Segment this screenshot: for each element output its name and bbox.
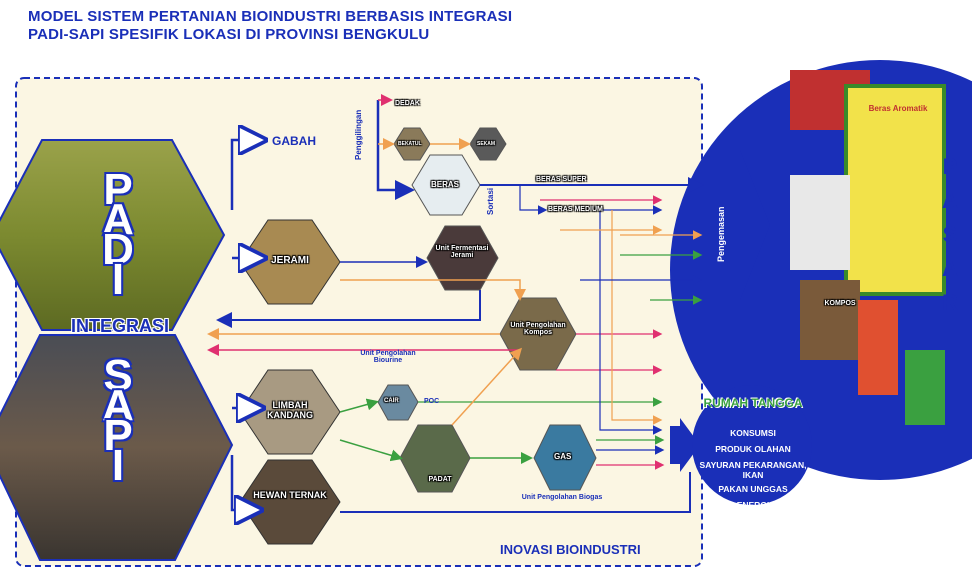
- sapi-letter: S: [103, 351, 133, 400]
- beras-bag-label: Beras Aromatik: [868, 104, 928, 113]
- rumah-tangga-circle: [692, 385, 812, 505]
- penggilingan-label: Penggilingan: [354, 109, 363, 160]
- beras-medium-label: BERAS MEDIUM: [548, 206, 603, 213]
- sekam-label: SEKAM: [477, 141, 496, 147]
- gas-label: GAS: [554, 452, 572, 461]
- pasar-letter: A: [942, 256, 958, 281]
- inovasi-label: INOVASI BIOINDUSTRI: [500, 542, 641, 557]
- cair-label: CAIR: [384, 398, 399, 404]
- bekatul-label: BEKATUL: [398, 141, 422, 147]
- padi-letter: P: [103, 165, 133, 214]
- beras-bag-product: [844, 84, 946, 296]
- rt-item: PAKAN UNGGAS: [718, 484, 788, 494]
- dedak-label: DEDAK: [395, 100, 420, 107]
- sapi-letter: I: [111, 441, 125, 490]
- bottle-product-1: [858, 300, 898, 395]
- beras-super-label: BERAS SUPER: [536, 176, 587, 183]
- sapi-hexagon: [0, 334, 234, 561]
- padi-hexagon: [0, 139, 226, 331]
- sapi-letter: A: [102, 381, 134, 430]
- gabah-label: GABAH: [272, 134, 316, 148]
- jerami-label: JERAMI: [271, 255, 309, 266]
- hewan-label: HEWAN TERNAK: [253, 490, 327, 500]
- limbah-label: LIMBAH KANDANG: [267, 400, 313, 420]
- kompos-product-label: KOMPOS: [824, 300, 856, 307]
- package-product: [790, 175, 850, 270]
- padi-letter: D: [102, 225, 134, 274]
- title-line-2: PADI-SAPI SPESIFIK LOKASI DI PROVINSI BE…: [28, 26, 430, 43]
- kompos-product: [800, 280, 860, 360]
- rt-item: ENERGI: [736, 500, 770, 510]
- bottle-product-2: [905, 350, 945, 425]
- pasar-letter: P: [942, 154, 958, 179]
- fermentasi-label: Unit Fermentasi Jerami: [435, 245, 489, 259]
- rumah-arrow: [670, 418, 700, 472]
- integrasi-label: INTEGRASI: [70, 316, 169, 336]
- padat-label: PADAT: [428, 476, 452, 483]
- pasar-letter: S: [942, 222, 958, 247]
- rt-item: PRODUK OLAHAN: [715, 444, 791, 454]
- title-line-1: MODEL SISTEM PERTANIAN BIOINDUSTRI BERBA…: [28, 8, 513, 25]
- pasar-letter: R: [942, 290, 958, 315]
- kompos-unit-label: Unit Pengolahan Kompos: [510, 322, 566, 336]
- pengemasan-label: Pengemasan: [716, 206, 726, 262]
- gas-hex: [533, 424, 597, 491]
- beras-label: BERAS: [430, 180, 459, 189]
- rumah-tangga-title: RUMAH TANGGA: [703, 396, 803, 410]
- biogas-unit-label: Unit Pengolahan Biogas: [521, 494, 603, 501]
- padi-letter: A: [102, 195, 134, 244]
- rt-item: KONSUMSI: [730, 428, 776, 438]
- pengemasan-arrow: [712, 150, 770, 300]
- padi-letter: I: [111, 255, 125, 304]
- sortasi-label: Sortasi: [486, 187, 495, 215]
- poc-label: POC: [424, 398, 440, 405]
- pasar-letter: A: [942, 188, 958, 213]
- rt-item: SAYURAN PEKARANGAN, IKAN: [699, 460, 807, 480]
- biourine-label: Unit Pengolahan Biourine: [360, 350, 416, 364]
- sapi-letter: P: [103, 411, 133, 460]
